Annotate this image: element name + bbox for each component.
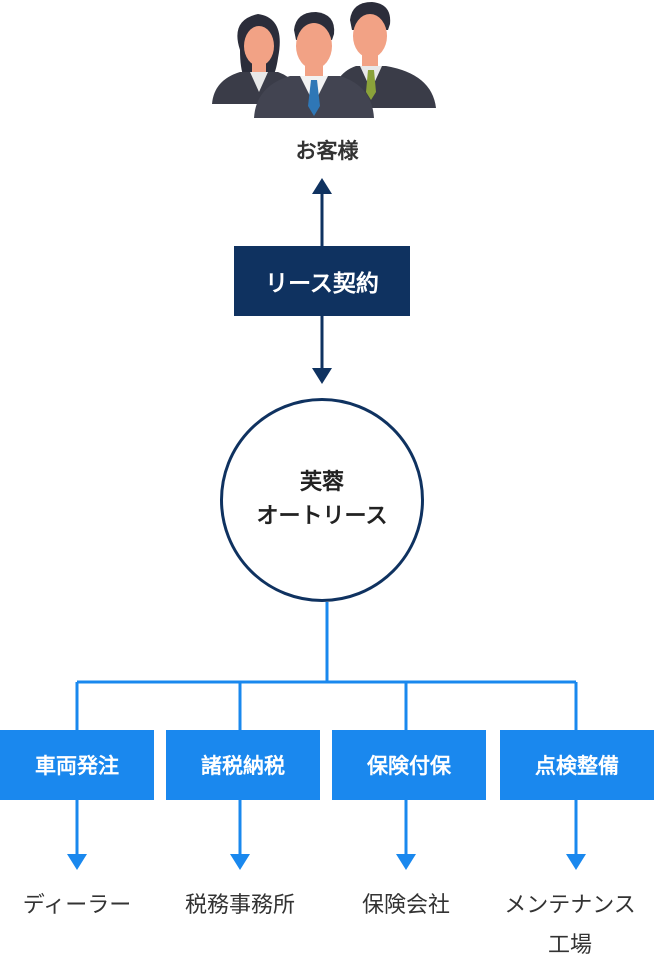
destination-line2: 工場 [547, 933, 592, 958]
service-connector-tree [75, 602, 578, 730]
service-box-tax-payment: 諸税納税 [166, 730, 320, 800]
company-name-line2: オートリース [256, 504, 388, 529]
service-label: 保険付保 [367, 754, 451, 778]
destination-dealer: ディーラー [0, 886, 177, 926]
lease-contract-box: リース契約 [234, 246, 410, 316]
destination-tax-office: 税務事務所 [140, 886, 340, 926]
service-box-vehicle-order: 車両発注 [0, 730, 154, 800]
people-group-icon [212, 2, 436, 118]
destination-arrows [67, 800, 586, 870]
destination-line1: 保険会社 [361, 893, 450, 918]
service-label: 点検整備 [535, 754, 619, 778]
service-label: 車両発注 [35, 754, 119, 778]
arrowhead-down-icon [566, 854, 586, 870]
company-node: 芙蓉 オートリース [220, 398, 424, 602]
destination-line1: ディーラー [22, 893, 132, 918]
destination-maintenance-factory: メンテナンス 工場 [470, 886, 654, 966]
destination-line1: メンテナンス [504, 893, 636, 918]
destination-line1: 税務事務所 [184, 893, 295, 918]
destination-insurance-company: 保険会社 [306, 886, 506, 926]
arrowhead-down-icon [67, 854, 87, 870]
person-man-center-icon [254, 12, 374, 118]
arrowhead-up-icon [312, 178, 332, 194]
arrowhead-down-icon [230, 854, 250, 870]
service-label: 諸税納税 [201, 754, 285, 778]
arrowhead-down-icon [396, 854, 416, 870]
lease-contract-label: リース契約 [265, 271, 379, 297]
service-box-insurance: 保険付保 [332, 730, 486, 800]
service-box-maintenance: 点検整備 [500, 730, 654, 800]
customer-label: お客様 [295, 139, 359, 163]
arrowhead-down-icon [312, 368, 332, 384]
company-name-line1: 芙蓉 [299, 470, 344, 495]
